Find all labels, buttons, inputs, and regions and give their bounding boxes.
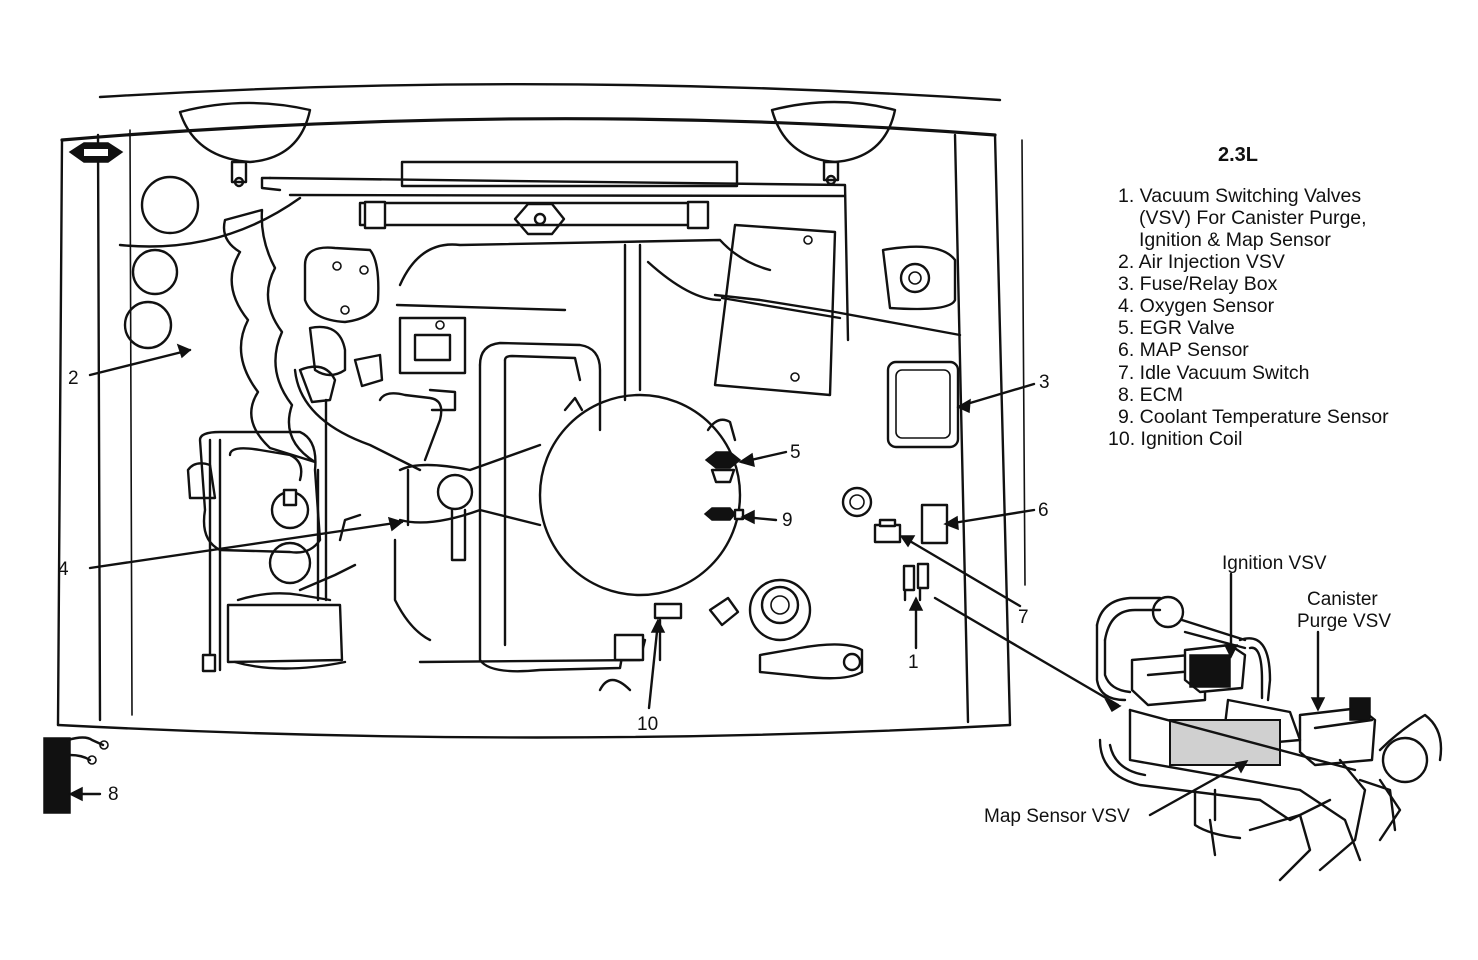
legend-item: 8. ECM [1118,384,1183,406]
callout-4: 4 [58,559,69,580]
legend-item: 2. Air Injection VSV [1118,251,1285,273]
legend-item: 9. Coolant Temperature Sensor [1118,406,1389,428]
legend-item: 5. EGR Valve [1118,317,1235,339]
hood-latch [68,142,124,163]
right-headlight [770,100,897,186]
callout-1: 1 [908,652,919,673]
valve-cover [478,341,627,673]
engine-label: 2.3L [1218,144,1258,166]
hood-outline [56,83,1026,739]
canister-purge-label-line1: Canister [1307,589,1378,610]
legend-item: Ignition & Map Sensor [1139,229,1331,251]
coolant-temp-sensor [703,507,745,521]
distributor [298,246,380,404]
ignition-vsv-label: Ignition VSV [1222,553,1327,574]
air-intake-hose [222,208,317,464]
fuse-relay-box [886,360,960,449]
air-cleaner-snout [293,368,542,562]
map-sensor-vsv-label: Map Sensor VSV [984,806,1130,827]
legend-item: 1. Vacuum Switching Valves [1118,185,1361,207]
legend-item: 3. Fuse/Relay Box [1118,273,1278,295]
callout-5: 5 [790,442,801,463]
legend-item: 7. Idle Vacuum Switch [1118,362,1309,384]
callout-2: 2 [68,368,79,389]
left-round-components [123,175,200,350]
ecm [43,736,109,814]
callout-3: 3 [1039,372,1050,393]
radiator-support [118,160,850,342]
callout-9: 9 [782,510,793,531]
callout-numbers: 2 3 4 5 6 7 8 9 1 10 [58,368,1050,805]
callout-10: 10 [637,714,658,735]
canister-purge-label-line2: Purge VSV [1297,611,1391,632]
callout-leaders [68,343,1122,802]
vsv-inset-detail [1095,572,1443,882]
inset-labels: Ignition VSV Canister Purge VSV Map Sens… [984,553,1391,827]
map-sensor-cluster [841,486,949,602]
legend-item: (VSV) For Canister Purge, [1139,207,1367,229]
battery-area [186,398,432,673]
callout-8: 8 [108,784,119,805]
right-upper-panel [713,223,962,397]
egr-valve [704,418,742,484]
air-cleaner [538,393,742,597]
callout-6: 6 [1038,500,1049,521]
upper-hoses [398,238,772,402]
lower-center-components [418,578,864,692]
legend-item: 4. Oxygen Sensor [1118,295,1275,317]
vacuum-block-top [353,303,567,388]
legend: 1. Vacuum Switching Valves (VSV) For Can… [1108,185,1389,450]
callout-7: 7 [1018,607,1029,628]
legend-item: 10. Ignition Coil [1108,428,1242,450]
legend-item: 6. MAP Sensor [1118,339,1249,361]
left-headlight [178,101,312,188]
